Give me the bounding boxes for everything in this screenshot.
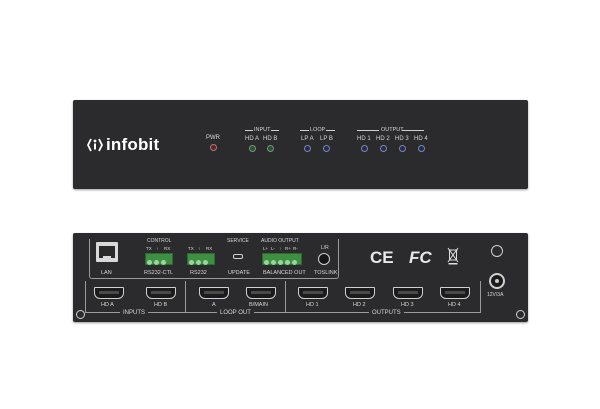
lan-label: LAN [101, 270, 112, 276]
output-led-hd2 [380, 145, 387, 152]
loop-label-lpa: LP A [301, 136, 314, 142]
loop-group-label: LOOP [310, 127, 326, 133]
input-led-hdb [267, 145, 274, 152]
audio-pin-r-minus: R- [293, 246, 298, 251]
port-label-hd3: HD 3 [401, 302, 414, 308]
hdmi-loop-bmain-port[interactable] [246, 287, 276, 299]
port-label-hd1: HD 1 [306, 302, 319, 308]
port-label-hdb: HD B [154, 302, 168, 308]
toslink-label: TOSLINK [314, 270, 338, 276]
front-panel: infobit PWR INPUT HD A HD B LOOP LP A LP… [73, 100, 528, 189]
audio-pin-l-plus: L+ [263, 246, 269, 251]
top-section-outline [89, 239, 339, 279]
input-group-line-right [271, 130, 279, 131]
output-label-hd4: HD 4 [414, 136, 428, 142]
pwr-label: PWR [206, 135, 220, 141]
output-group-line-right [402, 130, 424, 131]
port-label-a: A [212, 302, 216, 308]
hdmi-loop-a-port[interactable] [199, 287, 229, 299]
rs232-pin-tx: TX [188, 246, 194, 251]
infobit-logo-icon [86, 137, 104, 153]
toslink-port[interactable] [318, 253, 330, 265]
audio-pin-gnd: ↑ [279, 246, 282, 251]
input-led-hda [249, 145, 256, 152]
port-label-hd4: HD 4 [448, 302, 461, 308]
input-group-label: INPUT [254, 127, 271, 133]
lan-port[interactable] [96, 242, 118, 262]
port-label-bmain: B/MAIN [249, 302, 268, 308]
fc-mark: FC [409, 248, 432, 267]
audio-output-group-label: AUDIO OUTPUT [261, 238, 299, 244]
weee-bin-icon [447, 247, 459, 265]
audio-pin-r-plus: R+ [285, 246, 291, 251]
rs232-ctl-pin-gnd: ↑ [156, 246, 159, 251]
hdmi-input-hda-port[interactable] [94, 287, 124, 299]
rs232-pin-rx: RX [206, 246, 213, 251]
output-group-label: OUTPUT [381, 127, 404, 133]
balanced-out-terminal[interactable] [262, 253, 302, 265]
service-group-label: SERVICE [227, 238, 249, 244]
hdmi-output-hd2-port[interactable] [345, 287, 375, 299]
hdmi-output-hd1-port[interactable] [298, 287, 328, 299]
outputs-bracket [285, 281, 481, 313]
port-label-hd2: HD 2 [353, 302, 366, 308]
rs232-ctl-label: RS232-CTL [144, 270, 174, 276]
loop-led-lpa [304, 145, 311, 152]
power-jack[interactable] [489, 273, 505, 289]
inputs-bracket [85, 281, 186, 313]
output-label-hd1: HD 1 [357, 136, 371, 142]
input-label-hdb: HD B [263, 136, 278, 142]
loop-group-line-left [300, 130, 309, 131]
output-label-hd2: HD 2 [376, 136, 390, 142]
hdmi-output-hd3-port[interactable] [393, 287, 423, 299]
control-group-label: CONTROL [147, 238, 172, 244]
balanced-out-label: BALANCED OUT [263, 270, 306, 276]
rear-screw-left [76, 310, 85, 319]
port-label-hda: HD A [101, 302, 114, 308]
hdmi-input-hdb-port[interactable] [146, 287, 176, 299]
lr-label: L/R [321, 245, 329, 251]
loop-out-label: LOOP OUT [217, 310, 254, 316]
rs232-ctl-pin-rx: RX [164, 246, 171, 251]
ground-terminal-icon [491, 245, 503, 257]
output-led-hd1 [361, 145, 368, 152]
input-label-hda: HD A [245, 136, 260, 142]
audio-pin-l-minus: L- [271, 246, 276, 251]
rs232-label: RS232 [190, 270, 207, 276]
outputs-label: OUTPUTS [369, 310, 404, 316]
power-label: 12V/3A [487, 292, 504, 298]
output-label-hd3: HD 3 [395, 136, 409, 142]
update-usb-port[interactable] [233, 254, 243, 259]
output-led-hd4 [418, 145, 425, 152]
loop-led-lpb [323, 145, 330, 152]
brand-name: infobit [106, 135, 160, 154]
ce-mark: CE [370, 248, 394, 267]
loop-label-lpb: LP B [320, 136, 333, 142]
loop-group-line-right [326, 130, 335, 131]
rs232-ctl-terminal[interactable] [145, 253, 173, 265]
output-led-hd3 [399, 145, 406, 152]
rs232-terminal[interactable] [187, 253, 215, 265]
update-label: UPDATE [228, 270, 250, 276]
pwr-led [210, 144, 217, 151]
rear-screw-right [516, 310, 525, 319]
hdmi-output-hd4-port[interactable] [440, 287, 470, 299]
output-group-line-left [357, 130, 379, 131]
rs232-pin-gnd: ↑ [198, 246, 201, 251]
inputs-label: INPUTS [120, 310, 149, 316]
input-group-line-left [245, 130, 253, 131]
rs232-ctl-pin-tx: TX [146, 246, 152, 251]
rear-panel: LAN CONTROL TX ↑ RX RS232-CTL TX ↑ RX RS… [73, 233, 528, 322]
loop-out-bracket [186, 281, 285, 313]
